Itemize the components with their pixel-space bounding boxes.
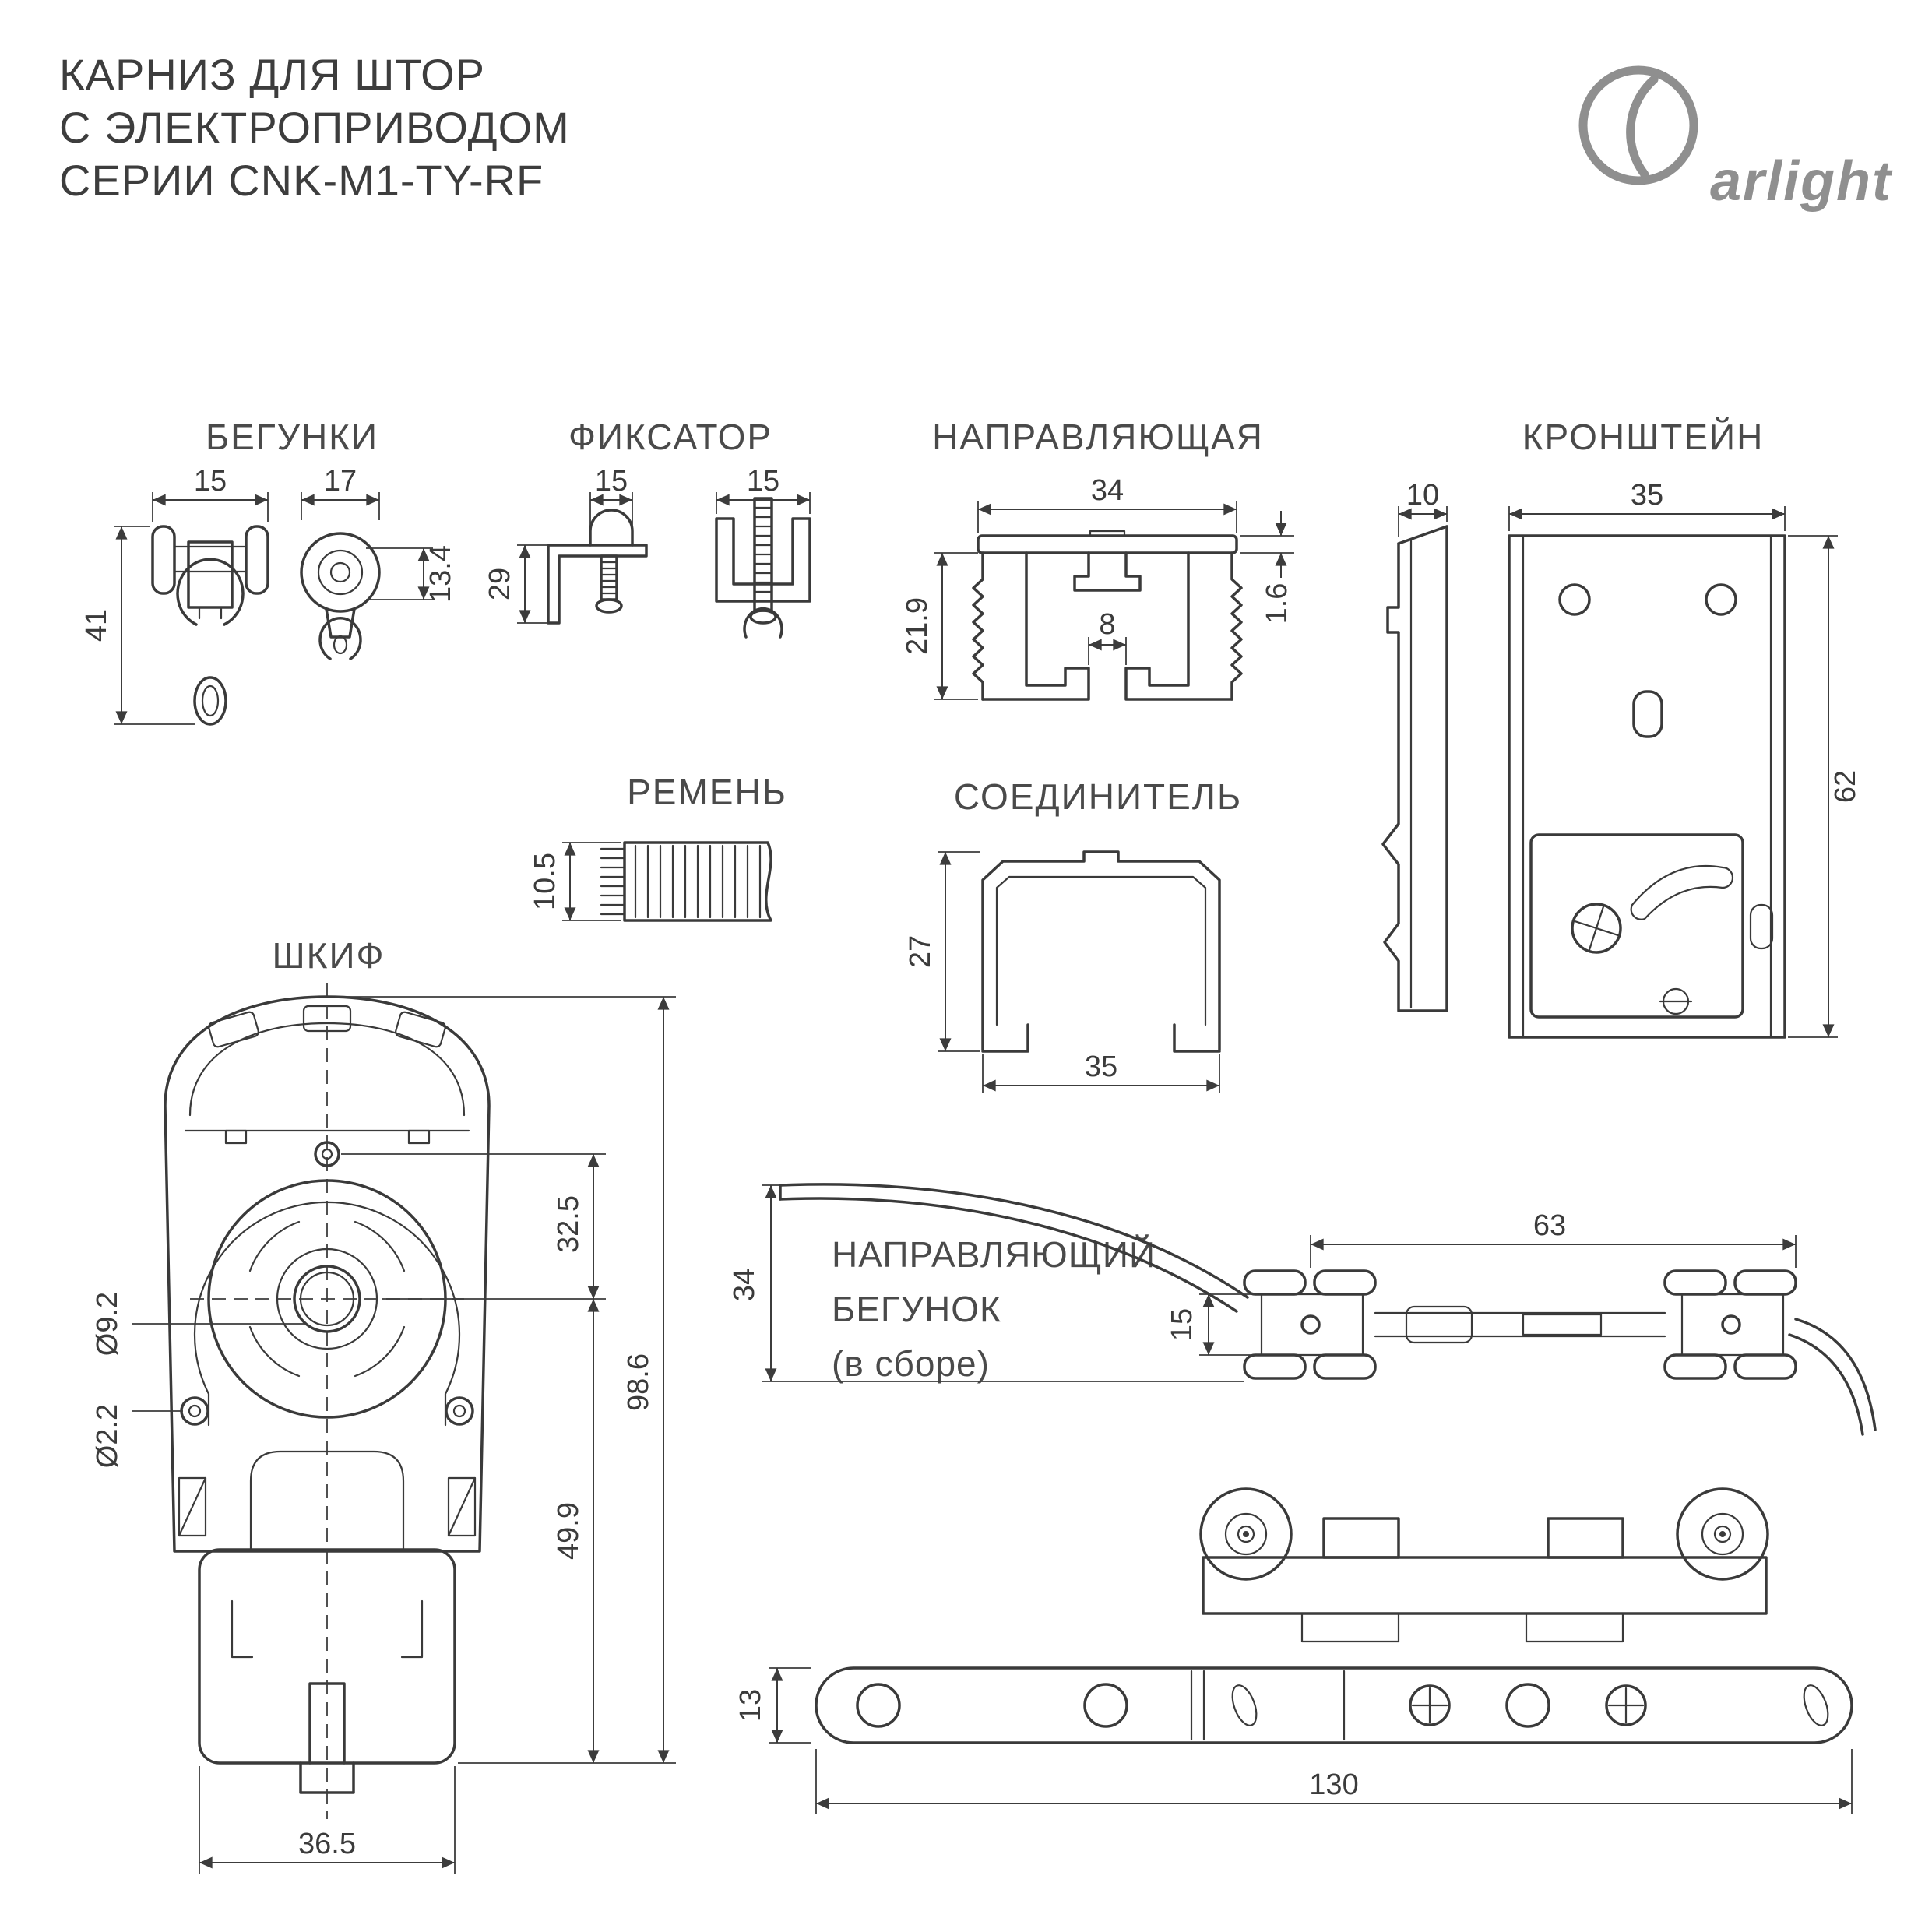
dim-connector-height: 27 (904, 935, 937, 968)
section-label-fixator: ФИКСАТОР (568, 417, 773, 457)
dim-guide-runner-bar-height: 13 (734, 1689, 767, 1722)
belt-drawing: 10.5 (529, 841, 772, 922)
section-label-runners: БЕГУНКИ (205, 417, 379, 457)
brand-logo-text: arlight (1710, 150, 1893, 213)
dim-rail-width: 34 (1091, 474, 1124, 507)
guide-runner-label-line1: НАПРАВЛЯЮЩИЙ (832, 1234, 1156, 1275)
dim-bracket-depth: 10 (1406, 479, 1439, 512)
dim-pulley-hole-large: Ø9.2 (91, 1292, 124, 1356)
bracket-drawing: 10 35 62 (1381, 479, 1862, 1039)
dim-runners-wheel: 13.4 (424, 545, 457, 603)
dim-fixator-height: 29 (484, 568, 516, 600)
brand-logo-icon (1578, 65, 1698, 185)
dim-pulley-total: 98.6 (622, 1353, 655, 1411)
title-line-2: С ЭЛЕКТРОПРИВОДОМ (59, 103, 570, 152)
dim-runners-width-left: 15 (194, 465, 227, 498)
dim-pulley-hole-small: Ø2.2 (91, 1404, 124, 1468)
fixator-drawing: 15 15 29 (484, 465, 811, 639)
dim-guide-runner-body: 15 (1166, 1308, 1198, 1341)
pulley-drawing: 32.5 49.9 98.6 36.5 Ø9.2 Ø2.2 (91, 983, 676, 1874)
guide-runner-label-line3: (в сборе) (832, 1343, 990, 1384)
dim-runners-width-right: 17 (324, 465, 357, 498)
dim-pulley-width: 36.5 (298, 1828, 356, 1860)
dim-rail-height: 21.9 (901, 597, 934, 655)
rail-drawing: 34 1.6 21.9 8 (901, 474, 1294, 701)
dim-guide-runner-length-top: 63 (1533, 1209, 1566, 1242)
section-label-belt: РЕМЕНЬ (627, 772, 787, 812)
section-label-bracket: КРОНШТЕЙН (1522, 417, 1765, 457)
guide-runner-top-view: 63 34 15 (728, 1183, 1877, 1436)
guide-runner-label: НАПРАВЛЯЮЩИЙ БЕГУНОК (в сборе) (832, 1227, 1156, 1391)
dim-rail-wall: 1.6 (1261, 583, 1293, 625)
dim-belt-height: 10.5 (529, 853, 561, 910)
dim-fixator-width-left: 15 (595, 465, 628, 498)
section-label-pulley: ШКИФ (272, 935, 385, 976)
dim-guide-runner-height-top: 34 (728, 1269, 761, 1301)
connector-drawing: 27 35 (904, 850, 1221, 1093)
dim-connector-width: 35 (1085, 1050, 1117, 1083)
dim-guide-runner-bar-length: 130 (1309, 1768, 1358, 1801)
title-line-1: КАРНИЗ ДЛЯ ШТОР (59, 50, 485, 99)
section-label-rail: НАПРАВЛЯЮЩАЯ (932, 417, 1264, 457)
dim-bracket-height: 62 (1829, 770, 1862, 803)
runners-drawing: 15 17 41 13.4 (80, 465, 457, 726)
guide-runner-label-line2: БЕГУНОК (832, 1289, 1001, 1329)
dim-rail-slot: 8 (1099, 608, 1115, 641)
dim-bracket-width: 35 (1631, 479, 1663, 512)
dim-runners-height: 41 (80, 609, 113, 642)
dim-pulley-lower: 49.9 (552, 1502, 585, 1560)
dim-fixator-width-right: 15 (747, 465, 779, 498)
dim-pulley-upper: 32.5 (552, 1195, 585, 1253)
page-title: КАРНИЗ ДЛЯ ШТОР С ЭЛЕКТРОПРИВОДОМ СЕРИИ … (59, 48, 570, 207)
title-line-3: СЕРИИ CNK-M1-TY-RF (59, 156, 544, 205)
section-label-connector: СОЕДИНИТЕЛЬ (953, 776, 1243, 817)
guide-runner-side-view: 13 130 (734, 1487, 1853, 1814)
